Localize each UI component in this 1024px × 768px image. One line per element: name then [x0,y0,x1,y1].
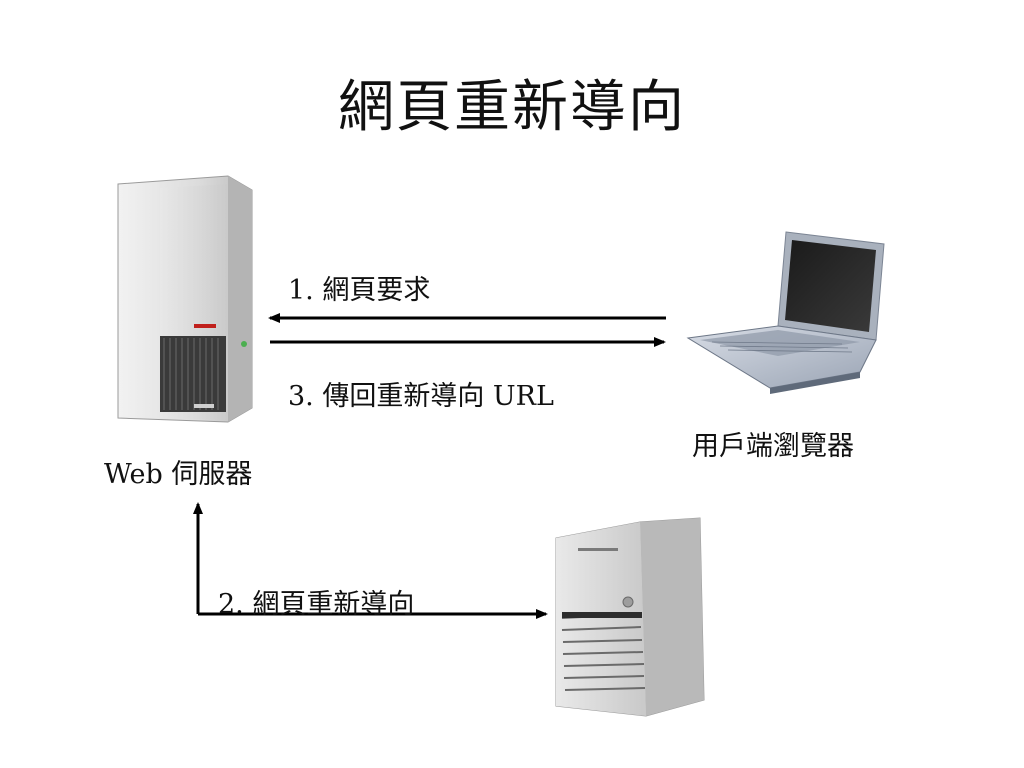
node-label-web-server: Web 伺服器 [104,459,253,490]
brand-logo-icon [194,324,216,328]
node-label-client-browser: 用戶端瀏覽器 [692,431,854,462]
page-title: 網頁重新導向 [338,75,686,140]
web-server-icon [117,175,253,423]
edge-label-step1: 1. 網頁要求 [288,275,431,306]
laptop-icon [686,231,885,394]
edge-label-step2: 2. 網頁重新導向 [218,589,415,620]
edge-label-step3: 3. 傳回重新導向 URL [288,381,554,412]
redirect-server-icon [555,517,705,717]
